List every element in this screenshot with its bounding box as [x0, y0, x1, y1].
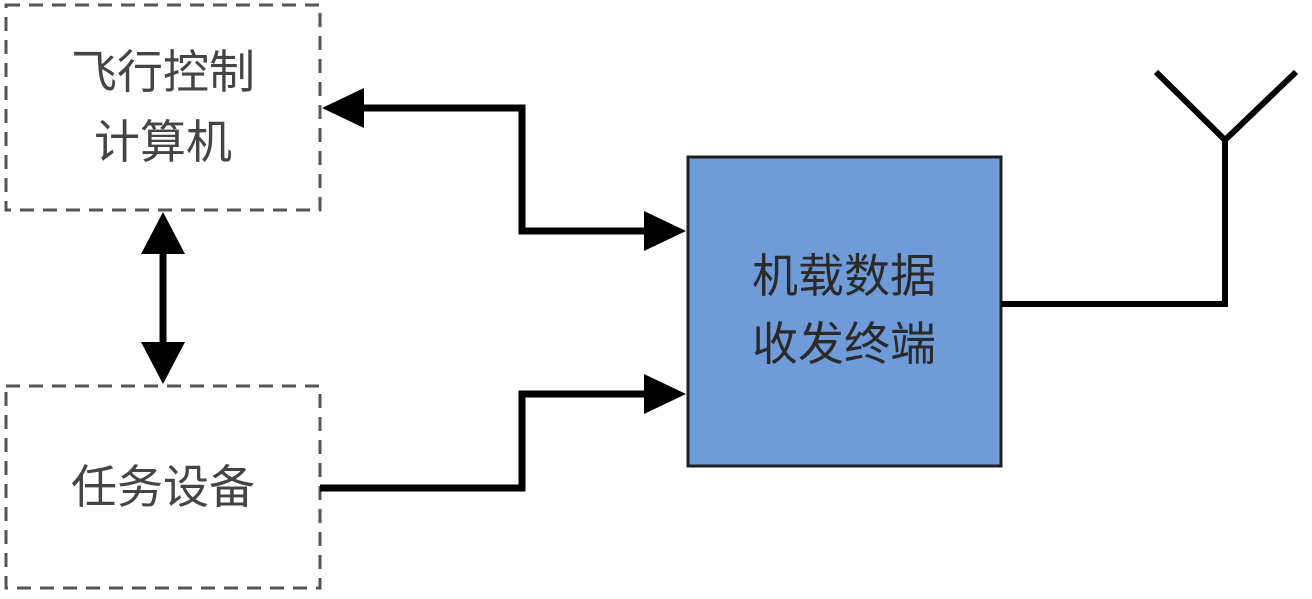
connector-terminal-antenna — [1001, 140, 1228, 307]
flight-control-computer-node: 飞行控制 计算机 — [4, 3, 322, 212]
mission-equipment-label: 任务设备 — [71, 460, 255, 514]
connector-flight-control-terminal-line — [362, 104, 644, 235]
arrowhead-to-terminal-bottom — [644, 374, 686, 414]
mission-equipment-node: 任务设备 — [4, 384, 322, 590]
airborne-data-terminal-label-line2: 收发终端 — [752, 317, 936, 371]
flight-control-computer-box — [4, 3, 322, 212]
connector-flight-control-mission — [141, 212, 185, 384]
antenna-icon — [1153, 69, 1299, 143]
arrowhead-to-terminal-top — [644, 211, 686, 251]
airborne-data-terminal-box — [686, 155, 1003, 468]
flight-control-computer-label-line2: 计算机 — [94, 115, 232, 169]
connector-flight-control-terminal — [322, 88, 686, 251]
airborne-data-terminal-label-line1: 机载数据 — [752, 249, 936, 303]
connector-mission-terminal-line — [320, 390, 644, 492]
antenna-left-arm — [1153, 69, 1228, 143]
flight-control-computer-label-line1: 飞行控制 — [71, 45, 255, 99]
connector-mission-terminal — [320, 374, 686, 492]
arrowhead-down-to-mission — [141, 342, 185, 384]
arrowhead-up-to-flight-control — [141, 212, 185, 254]
arrowhead-to-flight-control — [322, 88, 364, 128]
antenna-right-arm — [1222, 69, 1299, 143]
airborne-data-terminal-node: 机载数据 收发终端 — [686, 155, 1003, 468]
